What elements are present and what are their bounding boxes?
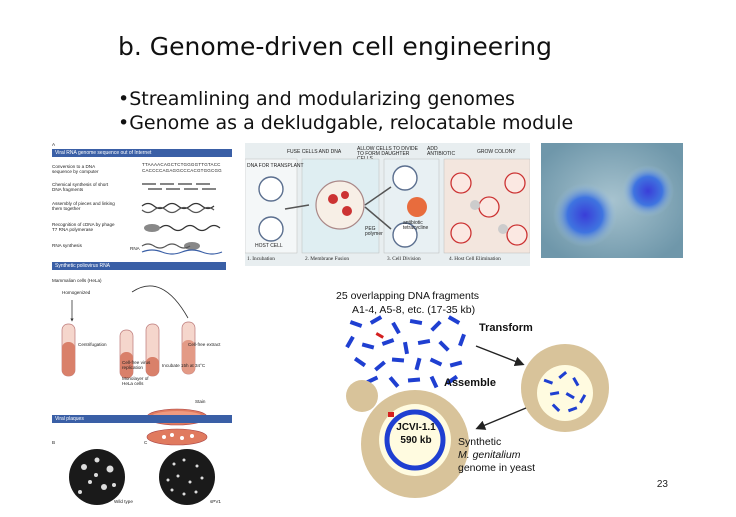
step-2: Chemical synthesis of short DNA fragment…: [52, 182, 109, 192]
caption-genome-yeast: genome in yeast: [458, 462, 536, 474]
yeast-nucleus-bottom: [379, 404, 451, 476]
assembly-helix-2: [141, 206, 215, 214]
dna-fragments: [142, 183, 216, 190]
step-4: Recognition of cDNA by phage T7 RNA poly…: [52, 222, 115, 232]
spv1-plaques: [166, 458, 204, 496]
figure-letter-c: C: [144, 440, 148, 445]
poliovirus-figure: A Viral RNA genome sequence out of Inter…: [52, 142, 232, 507]
label-homogenized: Homogenized: [62, 290, 91, 295]
step-1: Conversion to a DNA sequence by computer: [52, 164, 99, 174]
plaques: [162, 433, 194, 440]
caption-genitalium: M. genitalium: [458, 449, 521, 461]
cell-fusion-figure: FUSE CELLS AND DNA ALLOW CELLS TO DIVIDE…: [245, 143, 530, 266]
label-cell-free-replication: Cell-free virus replication: [122, 360, 151, 370]
bullet-2: •Genome as a dekludgable, relocatable mo…: [118, 112, 574, 134]
step-5: RNA synthesis: [52, 243, 82, 248]
stage-4: 4. Host Cell Elimination: [449, 256, 501, 262]
petri-colony-graphics: [541, 143, 683, 258]
jcvi-size: 590 kb: [400, 435, 432, 446]
label-tetracycline: antibiotic tetracycline: [403, 220, 429, 231]
transform-arrow: [475, 345, 525, 367]
plaque-assay-spv1: [159, 449, 215, 505]
fragments-inside-yeast: [543, 371, 587, 413]
assembly-helix: [141, 202, 215, 210]
rna-polymerase-blob: [184, 242, 200, 250]
transform-label: Transform: [479, 322, 533, 334]
label-peg: PEG polymer: [365, 226, 383, 237]
poliovirus-figure-graphics: [52, 183, 226, 505]
label-hela-cells: Mammalian cells (HeLa): [52, 278, 102, 283]
rna-product: [141, 249, 223, 255]
figure-letter-a: A: [52, 142, 56, 147]
wild-type-plaques: [78, 457, 116, 494]
label-stain: Stain: [195, 399, 206, 404]
jcvi-marker: [388, 412, 394, 417]
label-wild-type: Wild type: [114, 499, 133, 504]
cdna-helix: [159, 224, 221, 232]
rna-label: RNA: [130, 246, 140, 251]
seq-line-2: CACCCCAGAGGCCCACGTGGCGG: [142, 168, 222, 173]
seq-line-1: TTAAAACAGCTCTGGGGTTGTACC: [142, 162, 221, 167]
jcvi-genome-ring: [384, 409, 446, 471]
petri-dish-2: [146, 428, 208, 446]
stage-2: 2. Membrane Fusion: [305, 256, 349, 262]
bar-viral-rna: Viral RNA genome sequence out of Interne…: [52, 149, 232, 157]
label-host-cell: HOST CELL: [255, 243, 283, 249]
fragments-label: 25 overlapping DNA fragments: [336, 290, 479, 302]
page-number: 23: [656, 479, 668, 490]
label-centrifugation: Centrifugation: [78, 342, 107, 347]
jcvi-name: JCVI-1.1: [396, 422, 436, 433]
bullet-1: •Streamlining and modularizing genomes: [118, 88, 515, 110]
header-fuse: FUSE CELLS AND DNA: [287, 149, 342, 155]
test-tubes: [61, 321, 196, 379]
caption-synthetic: Synthetic: [458, 436, 502, 448]
rna-strand: [141, 243, 191, 249]
yeast-bud: [346, 380, 378, 412]
label-incubate: Incubate 15h at 34°C: [162, 363, 206, 368]
synthetic-genome-diagram: [345, 315, 609, 498]
step-3: Assembly of pieces and linking them toge…: [52, 201, 115, 211]
plaque-assay-wild-type: [69, 449, 125, 505]
yeast-nucleus-top: [537, 365, 593, 421]
stage-1: 1. Incubation: [247, 256, 275, 262]
red-fragment: [375, 332, 384, 339]
dna-fragment-cloud: [345, 315, 466, 389]
stage-3: 3. Cell Division: [387, 256, 421, 262]
petri-colony-photo: [541, 143, 683, 258]
label-monolayer: Monolayer of HeLa cells: [122, 376, 149, 386]
bar-viral-plaques: Viral plaques: [52, 415, 232, 423]
header-antibiotic: ADD ANTIBIOTIC: [427, 146, 456, 157]
label-cell-free-extract: Cell-free extract: [188, 342, 221, 347]
bar-synthetic-bg: [52, 262, 226, 270]
polymerase-blob: [144, 224, 160, 232]
slide-title: b. Genome-driven cell engineering: [118, 32, 553, 61]
fragments-sublabel: A1-4, A5-8, etc. (17-35 kb): [352, 304, 476, 316]
cell-fusion-graphics: [245, 158, 530, 254]
label-dna-transplant: DNA FOR TRANSPLANT: [247, 163, 304, 169]
header-grow: GROW COLONY: [477, 149, 516, 155]
assemble-label: Assemble: [444, 377, 496, 389]
assemble-arrow: [475, 407, 527, 430]
bar-synthetic-polio: Synthetic poliovirus RNA: [55, 263, 111, 269]
label-spv1: sPV1: [210, 499, 221, 504]
figure-letter-b: B: [52, 440, 56, 445]
